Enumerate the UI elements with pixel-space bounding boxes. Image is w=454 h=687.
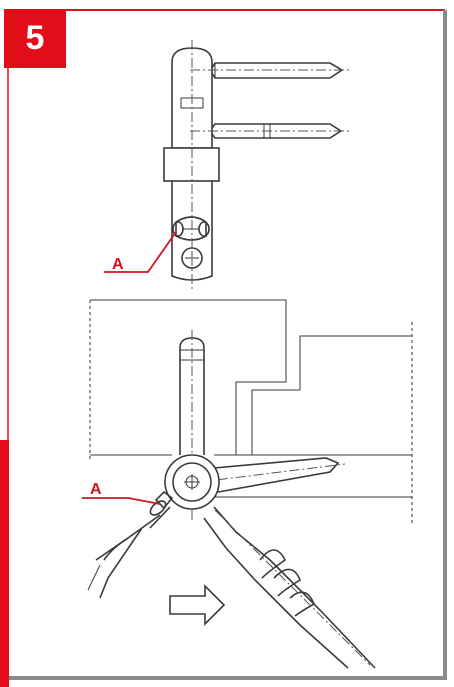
panel-border (0, 9, 447, 687)
tool-left (87, 506, 171, 599)
hinge-installed-view (149, 330, 346, 520)
step-number-badge: 5 (4, 10, 66, 68)
callout-label-a-top: A (112, 256, 124, 273)
callout-label-a-bottom: A (90, 481, 102, 498)
door-frame-section (89, 299, 413, 525)
hinge-top-view (163, 40, 350, 290)
arrow-right-icon (169, 584, 226, 626)
callout-a-top-leader (104, 231, 177, 273)
tool-right (203, 506, 376, 669)
callout-a-bottom-leader (82, 497, 161, 505)
